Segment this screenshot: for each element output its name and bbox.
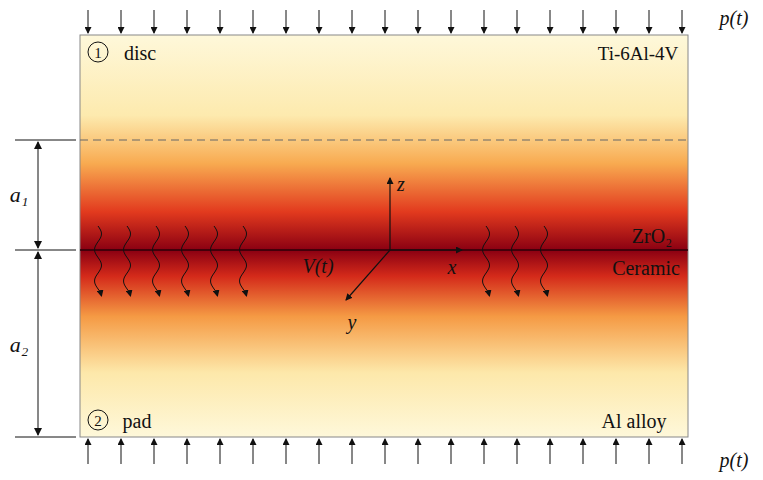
arrow-stroke <box>385 10 386 33</box>
arrow-stroke <box>253 10 254 33</box>
arrow-stroke <box>649 439 650 464</box>
arrow-stroke <box>121 439 122 464</box>
arrow-stroke <box>451 439 452 464</box>
wavy-arrow <box>541 226 548 296</box>
arrow-stroke <box>517 10 518 33</box>
arrow-stroke <box>583 10 584 33</box>
dashed-line <box>80 140 688 141</box>
arrow-stroke <box>682 10 683 33</box>
arrow-stroke <box>517 439 518 464</box>
arrow-stroke <box>418 439 419 464</box>
arrow-stroke <box>187 10 188 33</box>
pressure-arrows <box>88 10 682 464</box>
material-name: ZrO₂ <box>632 226 672 246</box>
pressure-label: p(t) <box>720 450 749 470</box>
arrow-stroke <box>286 439 287 464</box>
arrow-stroke <box>88 439 89 464</box>
heat-flux-arrows <box>95 226 548 296</box>
dimension-label: a₂ <box>10 334 29 356</box>
part-name: disc <box>124 43 156 63</box>
arrow-stroke <box>550 439 551 464</box>
arrow-stroke <box>253 439 254 464</box>
arrow-stroke <box>385 439 386 464</box>
arrow-stroke <box>220 439 221 464</box>
pressure-label: p(t) <box>720 8 749 28</box>
arrow-stroke <box>682 439 683 464</box>
arrow-stroke <box>88 10 89 33</box>
axis-label: z <box>397 174 405 194</box>
material-name: Ceramic <box>612 258 680 278</box>
arrow-stroke <box>319 439 320 464</box>
wavy-arrow <box>124 226 131 296</box>
arrow-stroke <box>418 10 419 33</box>
material-name: Ti-6Al-4V <box>598 44 679 63</box>
arrow-stroke <box>484 10 485 33</box>
wavy-arrow <box>182 226 189 296</box>
arrow-stroke <box>583 439 584 464</box>
part-name: pad <box>123 411 152 431</box>
arrow-stroke <box>352 10 353 33</box>
arrow-stroke <box>154 439 155 464</box>
axis-label: x <box>448 257 457 277</box>
wavy-arrow <box>95 226 102 296</box>
arrow-stroke <box>220 10 221 33</box>
arrow-stroke <box>187 439 188 464</box>
arrow-stroke <box>649 10 650 33</box>
wavy-arrow <box>211 226 218 296</box>
arrow-stroke <box>484 439 485 464</box>
wavy-arrow <box>240 226 247 296</box>
circle-number: 2 <box>94 414 102 429</box>
arrow-stroke <box>616 10 617 33</box>
arrow-stroke <box>286 10 287 33</box>
interface-line <box>80 249 688 251</box>
arrow-stroke <box>319 10 320 33</box>
velocity-label: V(t) <box>302 256 333 276</box>
arrow-stroke <box>154 10 155 33</box>
circle-number: 1 <box>94 46 102 61</box>
wavy-arrow <box>483 226 490 296</box>
arrow-stroke <box>121 10 122 33</box>
circle-mark <box>88 410 108 430</box>
material-name: Al alloy <box>602 411 667 431</box>
body-block <box>80 35 688 437</box>
arrow-stroke <box>352 439 353 464</box>
arrow-stroke <box>616 439 617 464</box>
axis-label: y <box>348 312 357 332</box>
wavy-arrow <box>512 226 519 296</box>
arrow-stroke <box>451 10 452 33</box>
axes <box>346 178 462 300</box>
dimension-label: a₁ <box>10 184 29 206</box>
circle-mark <box>88 42 108 62</box>
arrow-stroke <box>550 10 551 33</box>
wavy-arrow <box>153 226 160 296</box>
